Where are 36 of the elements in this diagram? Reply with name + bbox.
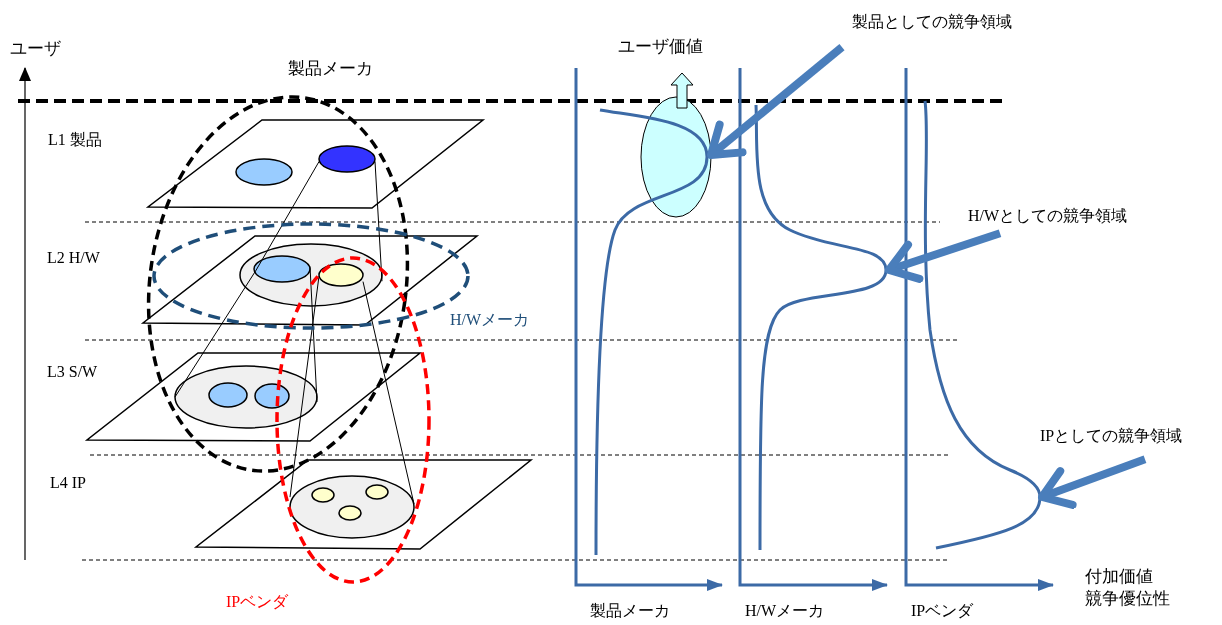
component-ellipse xyxy=(208,382,248,408)
component-ellipse xyxy=(311,487,335,503)
callout-arrow xyxy=(707,44,845,159)
axis-label: 製品メーカ xyxy=(590,601,670,621)
axis-label: 付加価値 xyxy=(1085,566,1153,587)
component-group-ellipse xyxy=(289,475,415,539)
axis-label: IPベンダ xyxy=(911,601,974,621)
value-curve xyxy=(754,104,888,550)
group-label: H/Wメーカ xyxy=(450,310,530,330)
projection-line xyxy=(309,265,318,403)
component-ellipse xyxy=(365,484,389,500)
projection-line xyxy=(255,161,320,271)
axis-label: H/Wメーカ xyxy=(745,601,825,621)
axis-label: ユーザ価値 xyxy=(618,36,703,57)
group-label: 製品メーカ xyxy=(288,58,373,79)
component-ellipse xyxy=(254,383,290,409)
component-ellipse xyxy=(318,145,376,173)
callout-arrow xyxy=(1038,455,1147,509)
layer-label: L4 IP xyxy=(50,473,86,493)
component-group-ellipse xyxy=(174,365,318,429)
callout-arrow xyxy=(885,229,1002,283)
layer-label: L2 H/W xyxy=(47,248,100,268)
callout-text: 製品としての競争領域 xyxy=(852,12,1012,32)
component-ellipse xyxy=(253,255,311,283)
component-ellipse xyxy=(318,263,364,287)
component-ellipse xyxy=(338,505,362,521)
component-group-ellipse xyxy=(239,243,383,307)
axis-label: 競争優位性 xyxy=(1085,588,1170,609)
component-ellipse xyxy=(235,158,293,186)
layer-label: L1 製品 xyxy=(48,130,102,150)
group-label: IPベンダ xyxy=(226,592,289,612)
callout-text: IPとしての競争領域 xyxy=(1040,426,1183,446)
callout-text: H/Wとしての競争領域 xyxy=(968,206,1128,226)
axis-label: ユーザ xyxy=(10,38,61,59)
highlight-ellipse xyxy=(640,96,712,218)
layer-label: L3 S/W xyxy=(47,362,98,382)
